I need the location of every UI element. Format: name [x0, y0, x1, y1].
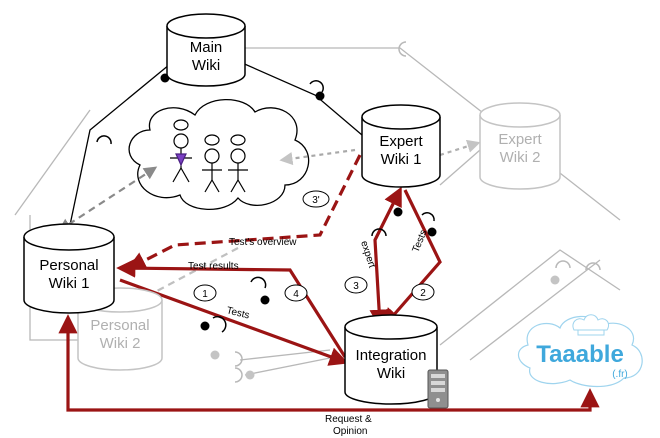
main-wiki-sockets: [96, 80, 324, 145]
personal-wiki-2-label-1: Personal: [90, 317, 149, 334]
step-badge-3: 3: [344, 276, 368, 294]
svg-text:2: 2: [420, 288, 426, 299]
expert-wiki-2-label-2: Wiki 2: [500, 149, 541, 166]
user-person-icon: [170, 119, 192, 183]
personal-wiki-1-label-1: Personal: [39, 257, 98, 274]
expert-person-icon: [228, 134, 248, 193]
tests-overview-arrow: [126, 154, 362, 270]
community-cloud: [128, 98, 310, 210]
test-results-label: Test results: [188, 261, 239, 272]
tests-right-label: Tests: [411, 228, 430, 254]
dashed-gray-arrows: [57, 139, 481, 302]
integration-wiki-label-1: Integration: [356, 347, 427, 364]
taaable-logo-text: Taaable: [536, 341, 624, 368]
taaable-logo-suffix: (.fr): [612, 369, 628, 380]
tests-left-label: Tests: [225, 305, 250, 321]
personal-wiki-1-label-2: Wiki 1: [49, 275, 90, 292]
integration-wiki-label-2: Wiki: [377, 365, 405, 382]
red-link-sockets: [212, 212, 435, 333]
main-wiki-label-1: Main: [190, 39, 223, 56]
svg-text:3': 3': [312, 195, 320, 206]
request-opinion-label-2: Opinion: [333, 426, 367, 437]
tests-overview-label: Test's overview: [229, 237, 297, 248]
svg-text:1: 1: [202, 289, 208, 300]
svg-text:4: 4: [293, 289, 299, 300]
step-badge-2: 2: [411, 283, 435, 301]
step-badge-1: 1: [193, 284, 217, 302]
expert-wiki-2-node[interactable]: Expert Wiki 2: [479, 102, 561, 190]
svg-text:3: 3: [353, 281, 359, 292]
step-badge-3-prime: 3': [302, 190, 330, 208]
main-wiki-label-2: Wiki: [192, 57, 220, 74]
expert-wiki-1-label-2: Wiki 1: [381, 151, 422, 168]
request-opinion-label-1: Request &: [325, 414, 372, 425]
red-flow-arrows: [58, 186, 600, 412]
integration-wiki-node[interactable]: Integration Wiki: [344, 314, 438, 405]
main-wiki-node[interactable]: Main Wiki: [166, 13, 246, 87]
expert-wiki-1-node[interactable]: Expert Wiki 1: [361, 104, 441, 188]
expert-wiki-1-label-1: Expert: [379, 133, 423, 150]
red-link-balls: [200, 207, 437, 331]
expert-person-icon: [202, 134, 222, 193]
personal-wiki-1-node[interactable]: Personal Wiki 1: [23, 223, 115, 314]
expert-wiki-2-label-1: Expert: [498, 131, 542, 148]
chef-hat-icon: [572, 314, 610, 336]
server-icon: [427, 369, 449, 409]
step-badge-4: 4: [284, 284, 308, 302]
taaable-logo: Taaable (.fr): [517, 314, 643, 388]
personal-wiki-2-label-2: Wiki 2: [100, 335, 141, 352]
